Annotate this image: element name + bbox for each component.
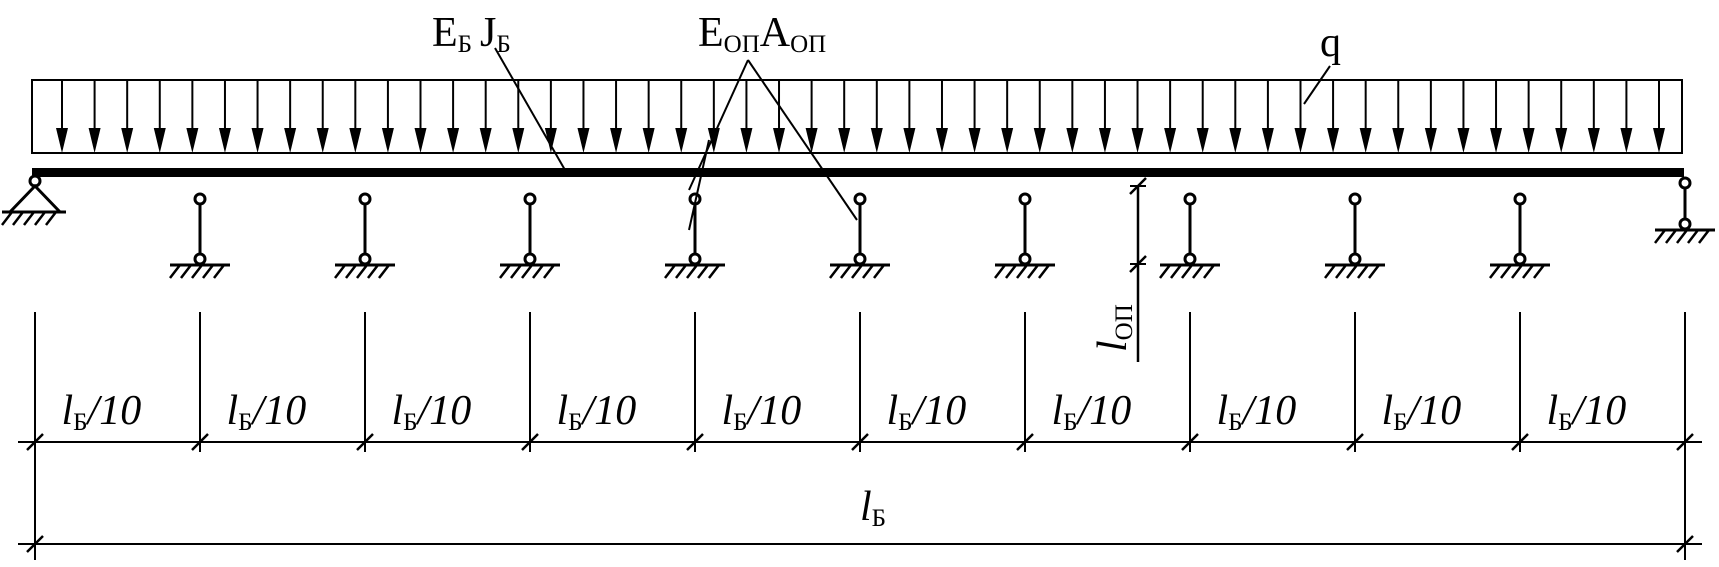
load-arrow [642,80,655,153]
support-length-label: lОП [1090,304,1138,352]
segment-length-label: lБ/10 [62,388,142,436]
load-arrow [805,80,818,153]
load-arrow [121,80,134,153]
load-arrow [544,80,557,153]
load-arrow [1424,80,1437,153]
load-arrow [1098,80,1111,153]
load-arrow [1587,80,1600,153]
load-label: q [1320,20,1341,66]
load-arrow [1457,80,1470,153]
left-pin-support [1,174,66,226]
elastic-support [994,192,1055,279]
distributed-load [31,79,1683,154]
elastic-support [1489,192,1550,279]
load-arrow [838,80,851,153]
segment-length-label: lБ/10 [887,388,967,436]
load-arrow [1196,80,1209,153]
load-arrow [1522,80,1535,153]
beam [32,168,1684,177]
load-arrow [1229,80,1242,153]
load-arrow [447,80,460,153]
load-arrow [870,80,883,153]
load-arrow [773,80,786,153]
segment-length-label: lБ/10 [1052,388,1132,436]
leader-support-stiffness-b [747,59,858,221]
dimension-lines [18,312,1702,560]
load-arrow [1033,80,1046,153]
load-arrow [1555,80,1568,153]
elastic-support [499,192,560,279]
elastic-support [664,192,725,279]
load-arrow [1653,80,1665,153]
load-arrow [675,80,688,153]
load-arrow [218,80,231,153]
load-arrow [512,80,525,153]
load-arrow [740,80,753,153]
load-arrow [186,80,199,153]
segment-length-label: lБ/10 [557,388,637,436]
load-arrow [414,80,427,153]
load-arrow [1392,80,1405,153]
segment-length-label: lБ/10 [227,388,307,436]
load-arrow [56,80,68,153]
load-arrow [1490,80,1503,153]
load-arrow [1359,80,1372,153]
load-arrow [1001,80,1014,153]
load-arrow [1620,80,1633,153]
load-arrow [610,80,623,153]
leader-support-stiffness-a [688,59,749,191]
load-arrow [251,80,264,153]
segment-length-label: lБ/10 [1547,388,1627,436]
load-arrow [1327,80,1340,153]
segment-labels: lБ/10 lБ/10 lБ/10 lБ/10 lБ/10 lБ/10 lБ/10 lБ/10… [62,388,1627,436]
load-arrows [56,80,1665,153]
leader-beam-stiffness [494,47,566,171]
load-arrow [479,80,492,153]
load-arrow [903,80,916,153]
segment-length-label: lБ/10 [1382,388,1462,436]
segment-length-label: lБ/10 [722,388,802,436]
load-arrow [316,80,329,153]
load-arrow [1131,80,1144,153]
elastic-support [169,192,230,279]
load-arrow [707,80,720,153]
elastic-support [334,192,395,279]
support-length-dimension [1129,177,1147,362]
elastic-support [829,192,890,279]
load-arrow [577,80,590,153]
load-arrow [968,80,981,153]
load-arrow [349,80,362,153]
load-arrow [1164,80,1177,153]
load-outline [31,79,1683,154]
load-arrow [153,80,166,153]
segment-length-label: lБ/10 [392,388,472,436]
total-length-label: lБ [860,484,886,532]
elastic-support [1324,192,1385,279]
load-arrow [1294,80,1307,153]
support-stiffness-label: EОПAОП [698,10,826,58]
leader-load [1303,65,1331,105]
load-arrow [88,80,101,153]
right-roller-support [1654,176,1715,244]
segment-length-label: lБ/10 [1217,388,1297,436]
load-arrow [381,80,394,153]
load-arrow [935,80,948,153]
leader-support-stiffness-c [688,139,710,231]
leader-lines [494,47,1331,231]
load-arrow [1261,80,1274,153]
load-arrow [1066,80,1079,153]
elastic-support [1159,192,1220,279]
load-arrow [284,80,297,153]
elastic-supports [169,192,1550,279]
